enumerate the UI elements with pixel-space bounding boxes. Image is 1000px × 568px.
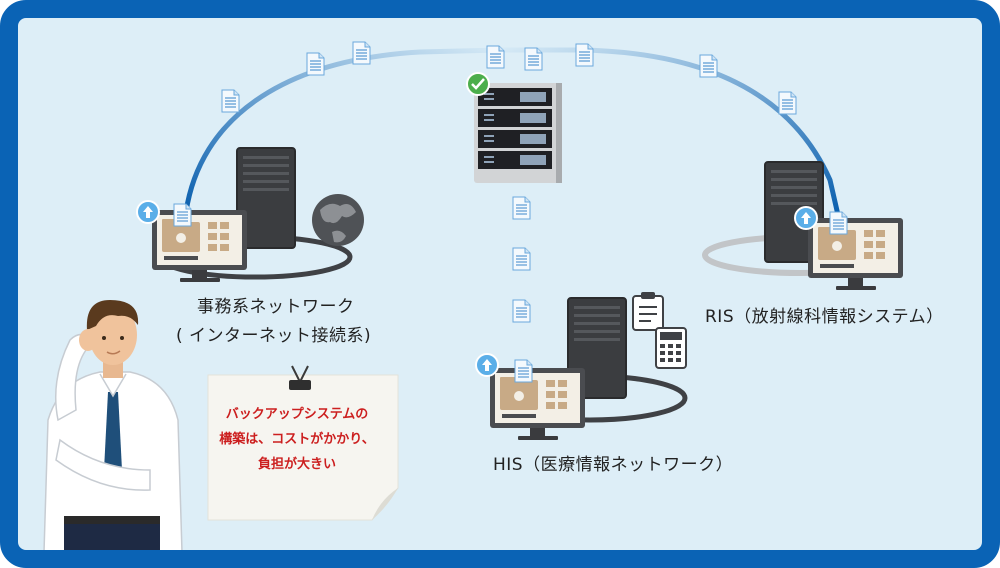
monitor-icon	[808, 218, 903, 290]
calculator-icon	[655, 327, 687, 369]
document-icon	[512, 196, 531, 220]
network-ring-left	[183, 47, 501, 213]
document-icon	[352, 41, 371, 65]
note-line-2: 構築は、コストがかかり、	[219, 432, 375, 447]
document-icon	[524, 47, 543, 71]
network-ring-right	[500, 47, 841, 216]
monitor-icon	[152, 210, 247, 282]
upload-arrow-icon	[794, 206, 818, 230]
document-icon	[829, 211, 848, 235]
monitor-icon	[490, 368, 585, 440]
document-icon	[575, 43, 594, 67]
server-rack-icon	[474, 83, 562, 183]
note-line-1: バックアップシステムの	[225, 407, 369, 422]
note-text: バックアップシステムの 構築は、コストがかかり、 負担が大きい	[208, 402, 386, 477]
check-badge-icon	[466, 72, 490, 96]
thinking-man-illustration	[43, 300, 183, 550]
his-label: HIS（医療情報ネットワーク）	[493, 455, 734, 475]
office-network-label: 事務系ネットワーク	[197, 297, 355, 317]
document-icon	[221, 89, 240, 113]
document-icon	[306, 52, 325, 76]
clipboard-icon	[632, 292, 664, 331]
office-network-sublabel: ( インターネット接続系)	[176, 326, 372, 346]
document-icon	[778, 91, 797, 115]
note-line-3: 負担が大きい	[257, 457, 336, 472]
document-icon	[173, 203, 192, 227]
upload-arrow-icon	[475, 353, 499, 377]
upload-arrow-icon	[136, 200, 160, 224]
binder-clip-icon	[289, 365, 311, 390]
document-icon	[699, 54, 718, 78]
document-icon	[486, 45, 505, 69]
document-icon	[512, 299, 531, 323]
document-icon	[514, 359, 533, 383]
sticky-note	[207, 374, 399, 521]
globe-icon	[312, 194, 364, 246]
document-icon	[512, 247, 531, 271]
ris-label: RIS（放射線科情報システム）	[705, 307, 944, 327]
